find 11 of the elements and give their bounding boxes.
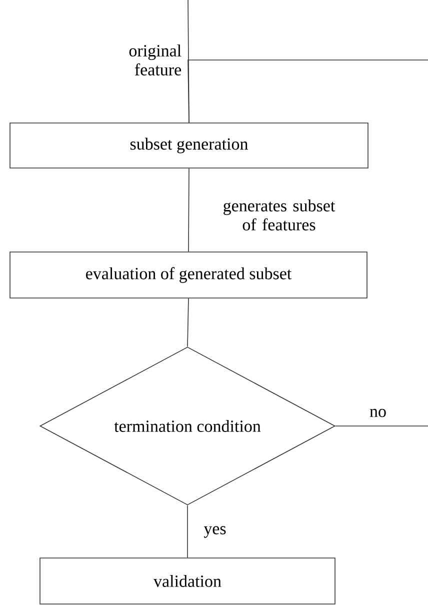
edge-label: generates subset of features bbox=[224, 200, 336, 230]
edge-label: original feature bbox=[129, 44, 182, 76]
edge-label: yes bbox=[204, 526, 226, 538]
connector-line bbox=[187, 505, 188, 558]
connector-line bbox=[188, 168, 190, 252]
connector-line bbox=[188, 60, 428, 426]
connector-line bbox=[187, 298, 189, 347]
process-box: subset generation bbox=[10, 122, 368, 168]
process-box: evaluation of generated subset bbox=[10, 252, 368, 298]
process-box: validation bbox=[40, 558, 336, 604]
edge-label: no bbox=[370, 408, 386, 418]
